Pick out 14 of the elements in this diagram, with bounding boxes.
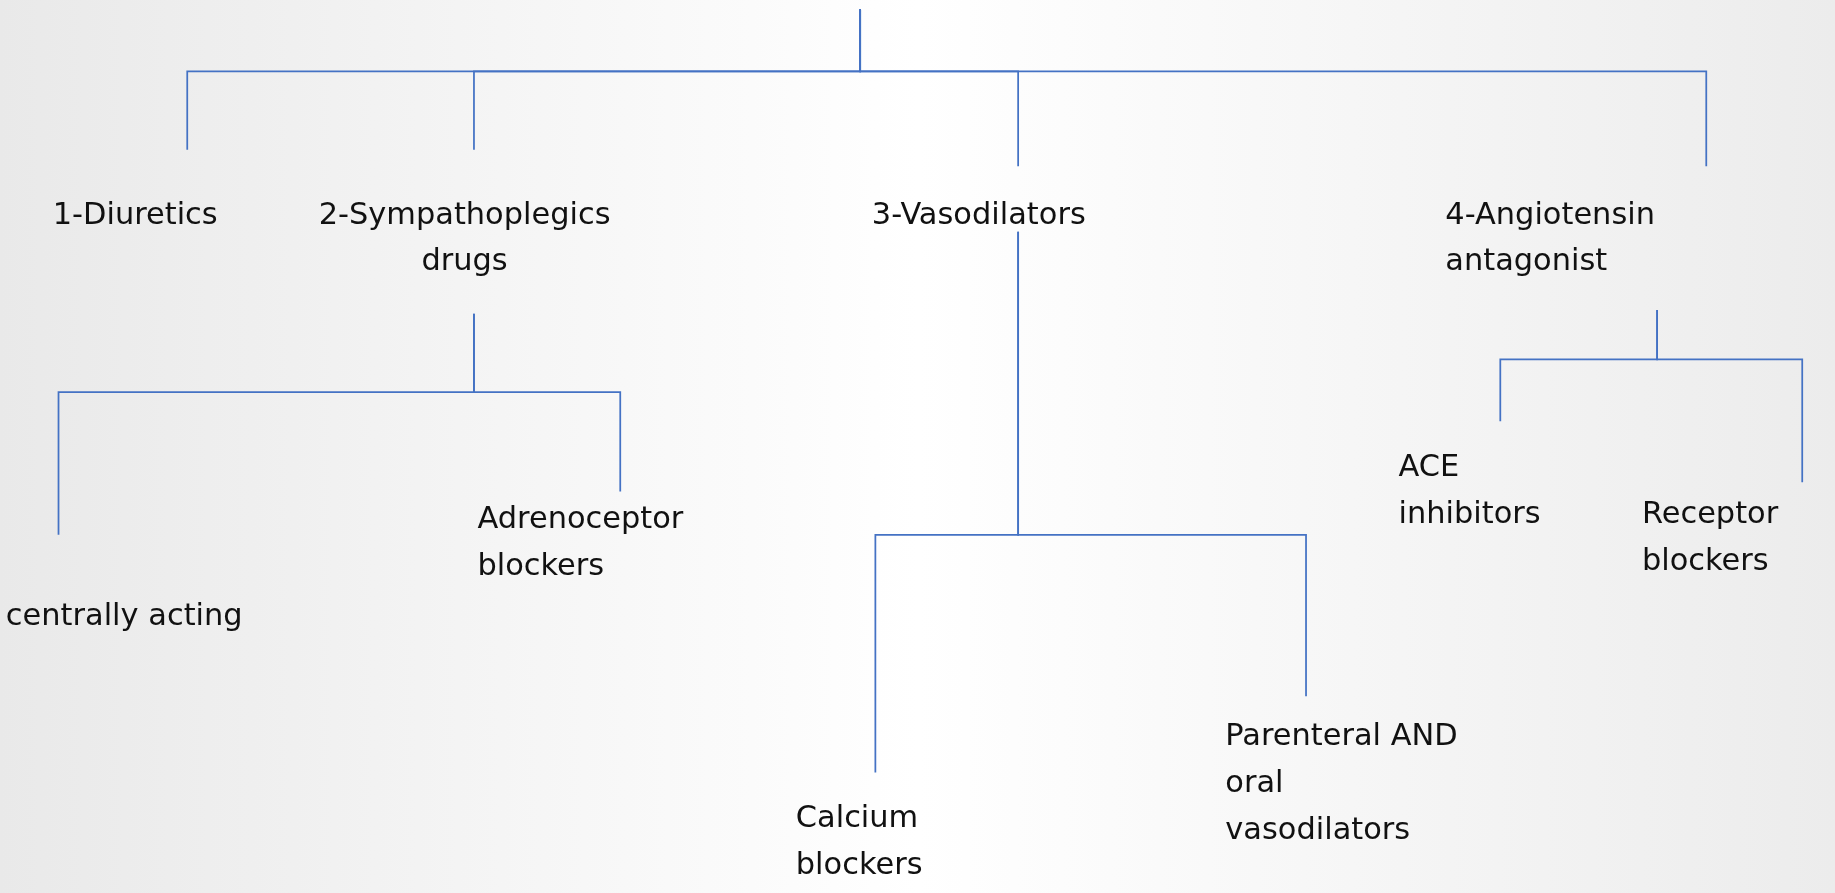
category-label: 4-Angiotensin antagonist	[1445, 194, 1656, 280]
category-label: Parenteral AND oral vasodilators	[1225, 716, 1459, 849]
category-label: 2-Sympathoplegics drugs	[317, 194, 612, 280]
category-label: Receptor blockers	[1641, 494, 1780, 579]
connector-line	[859, 8, 1708, 168]
category-label: ACE inhibitors	[1398, 447, 1542, 533]
connector-line	[1656, 309, 1804, 484]
connector-line	[1017, 230, 1307, 698]
category-label: 3-Vasodilators	[871, 194, 1087, 233]
category-label: centrally acting	[5, 595, 244, 634]
category-label: Calcium blockers	[795, 798, 924, 884]
connector-line	[473, 312, 622, 493]
category-label: 1-Diuretics	[52, 194, 219, 233]
category-label: Adrenoceptor blockers	[477, 498, 685, 584]
